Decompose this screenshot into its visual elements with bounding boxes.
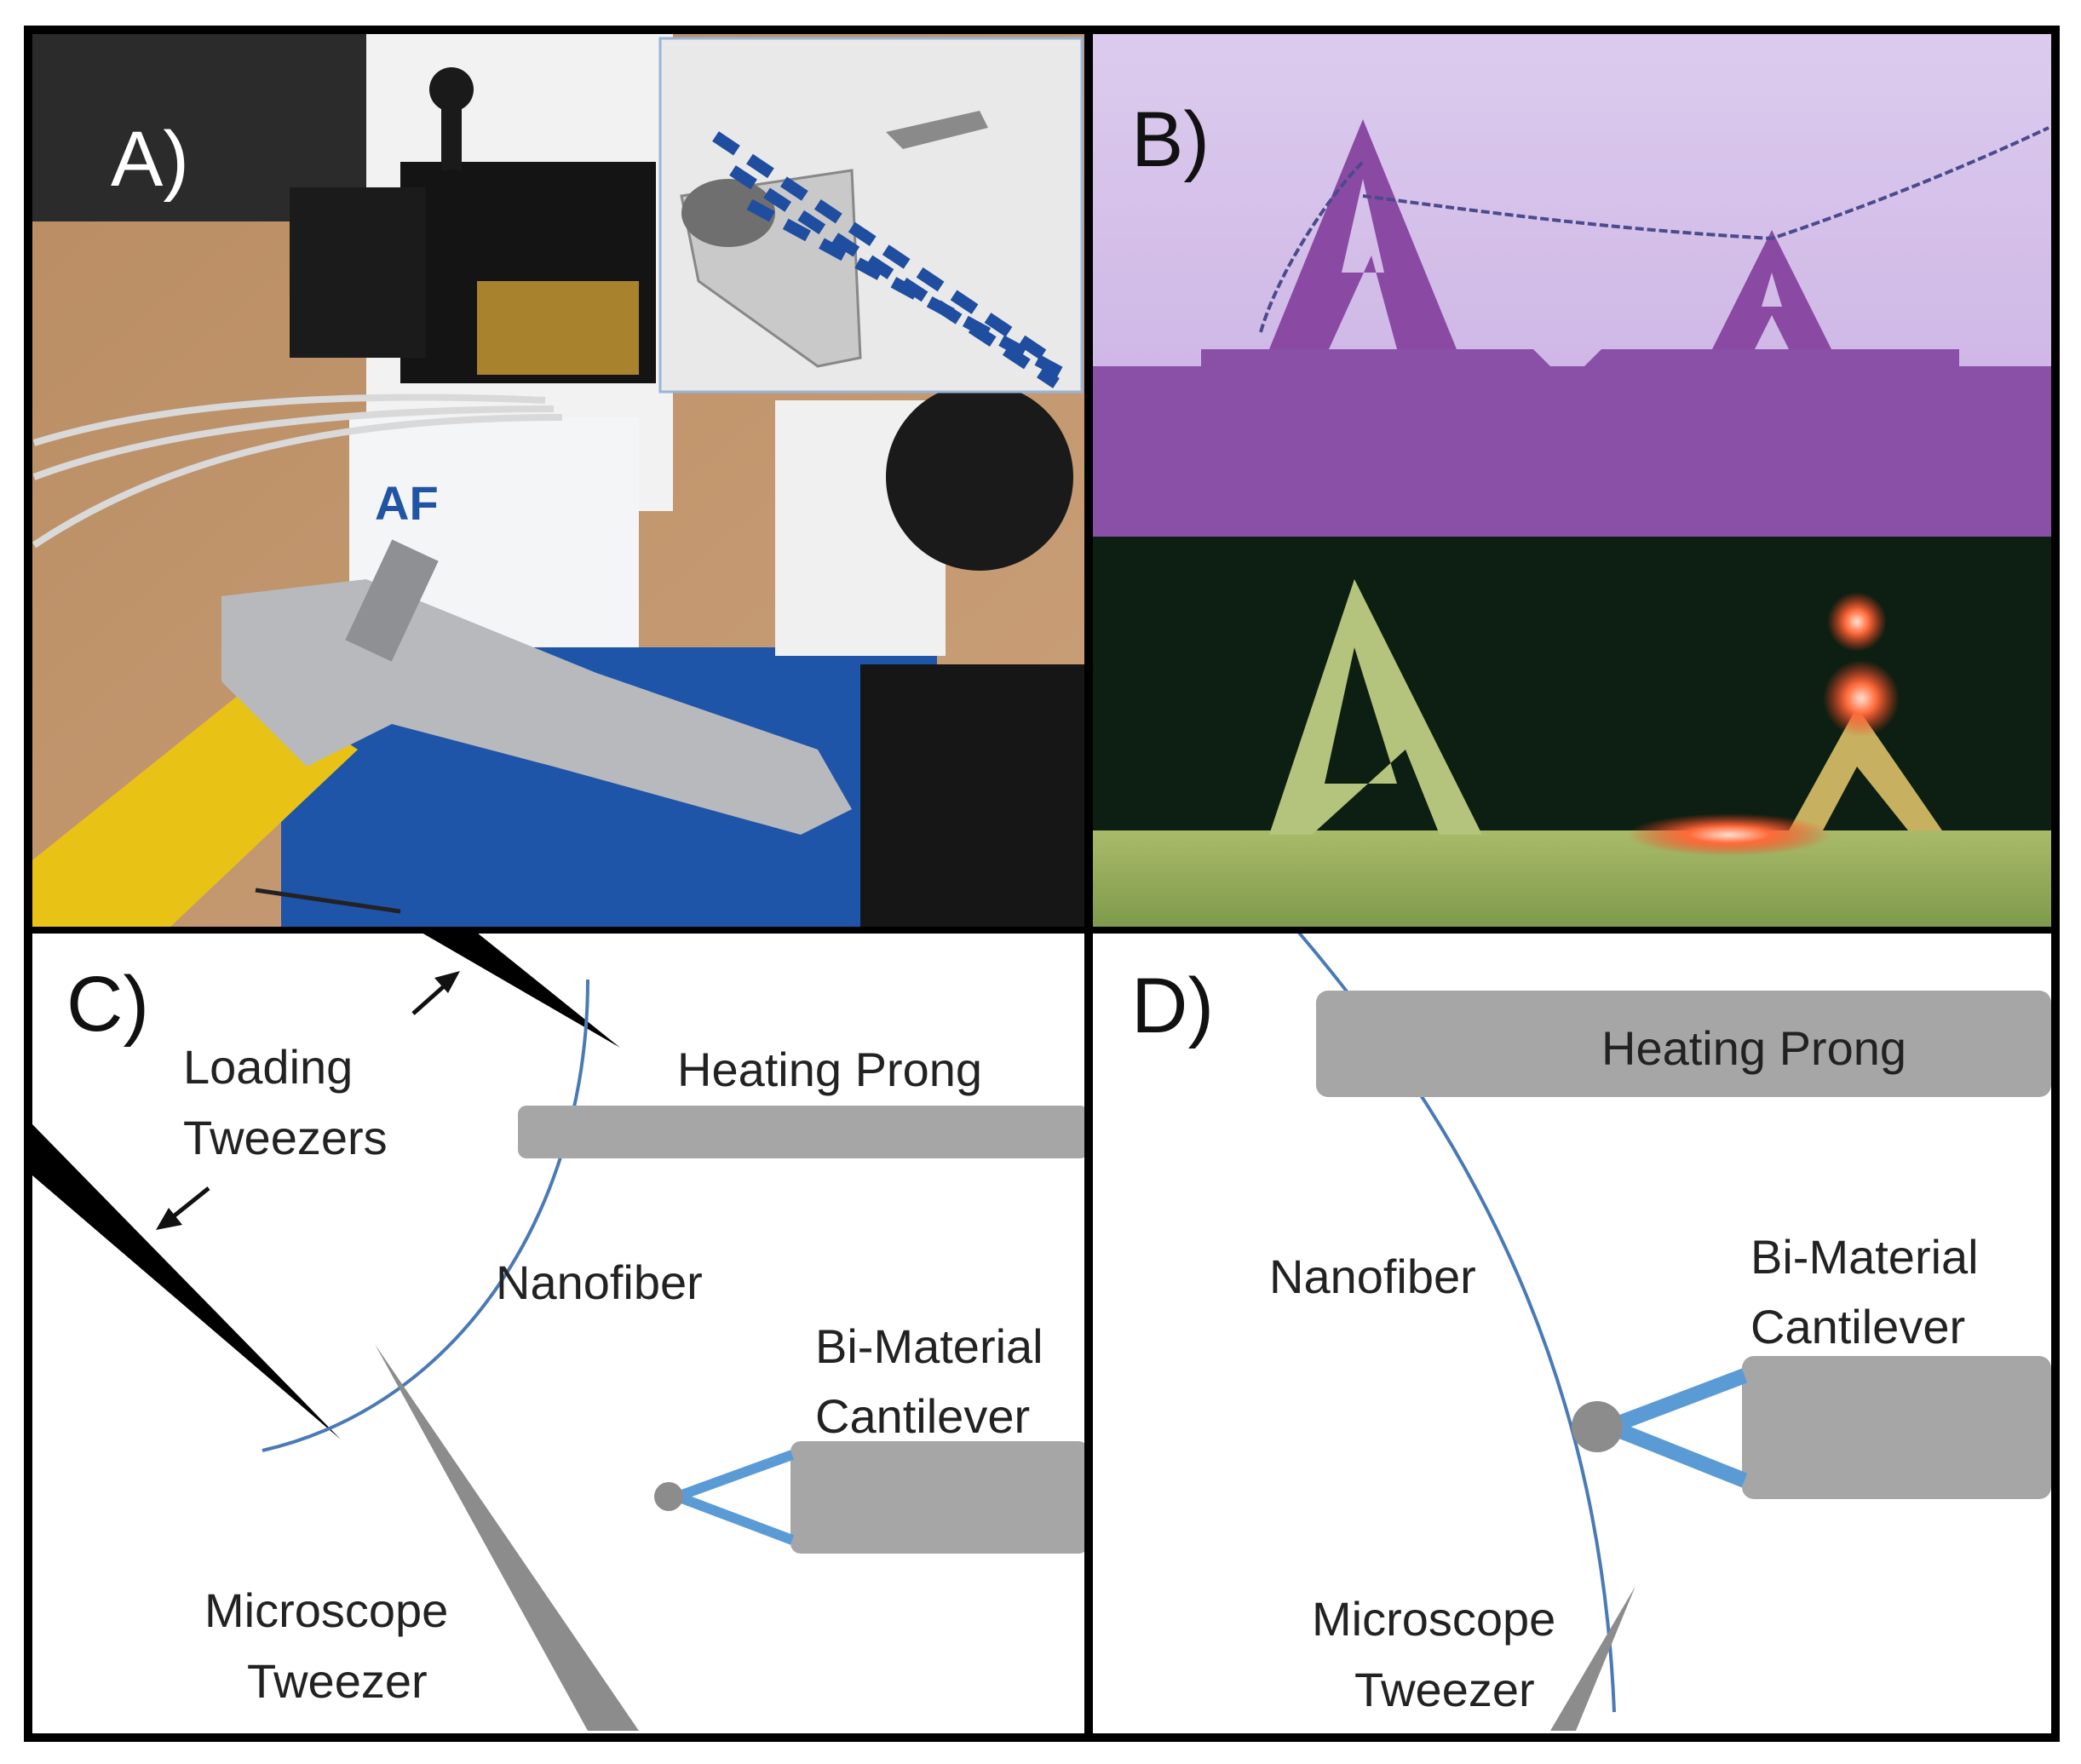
loading-tweezer-lower xyxy=(32,1124,341,1439)
clamp-bar xyxy=(345,539,439,662)
large-cantilever-bottom xyxy=(1269,579,1482,835)
microscope-label-d-line1: Microscope xyxy=(1312,1592,1555,1646)
cantilever-body-c xyxy=(790,1441,1089,1554)
large-cantilever-top xyxy=(1269,119,1457,349)
bimaterial-label-d-line2: Cantilever xyxy=(1750,1300,1965,1353)
microscope-tweezer-c xyxy=(375,1344,639,1731)
heating-prong-c xyxy=(518,1106,1089,1158)
bimaterial-label-c-line1: Bi-Material xyxy=(815,1319,1043,1373)
heating-glow-base xyxy=(1627,813,1831,856)
small-cantilever-top xyxy=(1712,230,1831,349)
knob-stem xyxy=(441,102,462,170)
panel-borders xyxy=(24,26,2060,1742)
heating-glow-top xyxy=(1827,592,1887,652)
inset-cables xyxy=(712,131,1068,388)
heating-prong-label-c: Heating Prong xyxy=(677,1043,982,1096)
panel-d-label: D) xyxy=(1131,962,1214,1049)
bimaterial-label-d-line1: Bi-Material xyxy=(1750,1230,1979,1284)
panel-c-background xyxy=(32,933,1084,1733)
nanofiber-label-d: Nanofiber xyxy=(1269,1250,1476,1303)
inset-disk xyxy=(681,179,775,247)
panel-c: C) Loading Tweezers Heating Prong Nanofi… xyxy=(32,933,1089,1733)
yellow-handle xyxy=(32,681,358,927)
small-cantilever-bottom xyxy=(1789,707,1942,830)
panel-a: AF A) xyxy=(32,34,1084,927)
panel-b-label: B) xyxy=(1131,96,1210,183)
panel-c-label: C) xyxy=(66,961,149,1048)
panel-b: B) xyxy=(1093,34,2051,927)
nanofiber-arc-c xyxy=(262,979,589,1452)
panel-b-substrate-fill xyxy=(1093,366,2051,537)
inset-alligator-clip xyxy=(886,111,988,149)
cantilever-body-d xyxy=(1742,1356,2051,1499)
gold-plate xyxy=(477,281,639,375)
panel-b-top-background xyxy=(1093,34,2051,366)
panel-d: D) Heating Prong Nanofiber Bi-Material C… xyxy=(1093,931,2051,1733)
loading-tweezer-upper xyxy=(422,933,620,1048)
inset-photo xyxy=(658,37,1084,394)
arrow-upper-head xyxy=(434,971,460,993)
outer-border xyxy=(24,26,2060,1742)
microscope-label-c-line2: Tweezer xyxy=(247,1654,428,1708)
heating-prong-label-d: Heating Prong xyxy=(1601,1021,1906,1075)
cantilever-tip-c xyxy=(654,1482,683,1511)
microscope-label-d-line2: Tweezer xyxy=(1354,1663,1535,1716)
knob xyxy=(429,67,474,112)
loading-tweezers-label-line2: Tweezers xyxy=(183,1111,388,1164)
panel-a-label: A) xyxy=(111,116,189,203)
arrow-lower-head xyxy=(156,1208,182,1230)
heating-prong-d xyxy=(1316,991,2051,1097)
nanofiber-top xyxy=(1259,126,2049,333)
bimaterial-label-c-line2: Cantilever xyxy=(815,1389,1030,1443)
arrow-icon xyxy=(156,971,460,1230)
cantilever-tip-d xyxy=(1572,1401,1623,1452)
black-cylinder xyxy=(886,383,1073,571)
black-right-block xyxy=(860,664,1084,927)
stage-mount xyxy=(290,187,426,358)
green-substrate xyxy=(1093,830,2051,927)
wires xyxy=(32,394,563,549)
floor-mark xyxy=(255,888,401,914)
nanofiber-label-c: Nanofiber xyxy=(496,1255,703,1309)
microscope-tweezer-d xyxy=(1550,1586,1635,1731)
loading-tweezers-label-line1: Loading xyxy=(183,1040,353,1094)
heating-glow-mid xyxy=(1823,660,1900,737)
microscope-label-c-line1: Microscope xyxy=(204,1583,448,1637)
afm-logo-text: AF xyxy=(375,476,439,530)
